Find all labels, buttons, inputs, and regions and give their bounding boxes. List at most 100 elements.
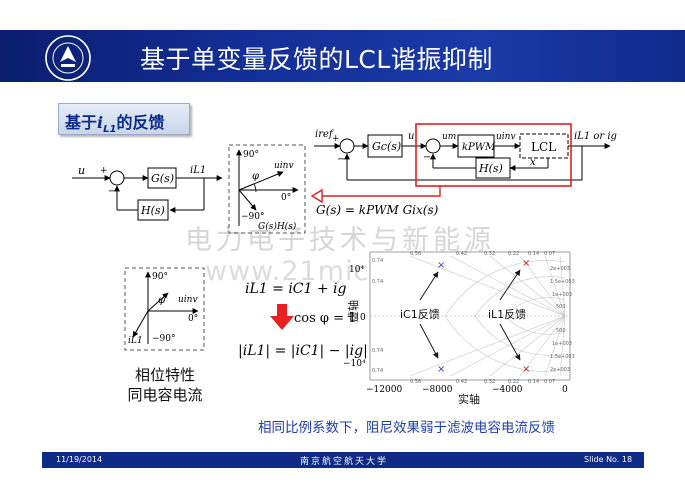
phase-label-line1: 相位特性 [134,366,195,384]
il-pole-top-icon: × [522,258,530,269]
subtitle-box: 基于iL1的反馈 [58,103,190,135]
right-um: um [442,132,456,142]
label-il-feedback: iL1反馈 [488,308,526,321]
caption: 相同比例系数下，阻尼效果弱于滤波电容电流反馈 [258,420,555,436]
top-tick-5: 0.14 [528,251,539,257]
left-G-label: G(s) [151,172,174,185]
ytick-top: 10⁴ [349,265,364,275]
xtick-1: −12000 [366,385,402,395]
right-tick-2: 1.5e+003 [550,279,575,285]
right-tick-6: 1e+003 [552,341,572,347]
subtitle-prefix: 基于 [65,113,98,132]
right-tick-7: 1.5e+003 [550,354,575,360]
eq-cos: cos φ = 1 [294,311,356,326]
phase-label: 相位特性 同电容电流 [115,365,215,405]
header-bar [0,30,685,82]
phasor-top: 90° 0° −90° φ uinv G(s)H(s) [228,144,306,234]
top-gh: G(s)H(s) [258,221,297,232]
right-H-label: H(s) [478,162,503,175]
right-tick-8: 2e+003 [550,367,570,373]
top-tick-4: 0.22 [508,251,519,257]
bottom-deg90: 90° [152,272,168,282]
top-tick-6: 0.07 [544,251,555,257]
bottom-phi: φ [158,295,165,306]
right-minus: − [337,154,345,165]
bottom-iL1: iL1 [128,336,143,346]
formula-G: G(s) = kPWM Gix(s) [316,203,439,217]
right-tick-4: 500 [556,304,566,310]
ic-pole-top-icon: × [437,260,445,271]
right-u: u [408,131,414,142]
left-tick-1: 0.74 [372,258,383,264]
bottom-tick-6: 0.07 [544,379,555,385]
ylabel: 虚轴 [346,300,360,322]
top-tick-1: 0.56 [410,251,421,257]
bottom-tick-1: 0.56 [410,379,421,385]
top-deg0: 0° [281,193,291,203]
watermark-cn: 电力电子技术与新能源 [185,225,495,256]
footer-slide-number: Slide No. 18 [584,455,633,464]
left-H-label: H(s) [140,204,165,217]
label-ic-feedback: iC1反馈 [400,308,440,321]
right-block-diagram: iref + − Gc(s) u um kPWM uinv LCL iL1 or… [310,123,617,204]
left-iL1-label: iL1 [190,165,206,176]
bottom-tick-3: 0.32 [484,379,495,385]
xtick-3: −4000 [492,385,523,395]
subtitle-suffix: 的反馈 [116,113,165,132]
subtitle-sub: L1 [103,124,117,136]
subtitle: 基于iL1的反馈 [65,109,164,135]
footer-institution: 南京航空航天大学 [300,457,389,467]
right-tick-1: 2e+003 [550,266,570,272]
right-inner-minus: − [423,152,431,163]
right-out: iL1 or ig [574,131,617,142]
eq-magnitude: |iL1| = |iC1| − |ig| [238,343,368,359]
right-x: x [530,157,536,168]
top-phi: φ [252,171,259,182]
footer-bar [42,452,644,468]
ic-pole-bottom-icon: × [437,364,445,375]
bottom-tick-4: 0.22 [508,379,519,385]
xtick-2: −8000 [422,385,453,395]
left-sum-junction [109,170,125,186]
bottom-tick-5: 0.14 [528,379,539,385]
xlabel: 实轴 [458,392,480,406]
left-tick-3: 0.74 [372,348,383,354]
left-minus: − [108,186,116,197]
phase-label-line2: 同电容电流 [127,386,203,404]
highlight-box [415,123,572,187]
bottom-tick-2: 0.42 [456,379,467,385]
right-Gc-label: Gc(s) [372,140,401,153]
equations: iL1 = iC1 + ig cos φ = 1 |iL1| = |iC1| −… [238,281,368,359]
right-uinv: uinv [496,132,516,142]
right-tick-5: 500 [556,328,566,334]
right-kpwm-label: kPWM [462,142,496,153]
top-degm90: −90° [241,212,265,222]
right-iref: iref [315,129,335,140]
university-seal-icon [45,35,91,81]
left-tick-2: 0.74 [372,279,383,285]
eq-current-sum: iL1 = iC1 + ig [245,281,347,297]
ytick-zero: 0 [360,313,366,323]
left-u-label: u [78,164,85,177]
top-tick-2: 0.42 [456,251,467,257]
slide-title: 基于单变量反馈的LCL谐振抑制 [140,45,493,74]
formula-G-text: G(s) = kPWM Gix(s) [316,203,439,217]
xtick-4: 0 [562,385,568,395]
top-uinv: uinv [274,161,294,171]
right-LCL-block [519,133,569,159]
il-pole-bottom-icon: × [522,364,530,375]
subtitle-var: i [97,113,104,132]
top-tick-3: 0.32 [484,251,495,257]
left-block-diagram: u + − G(s) iL1 H(s) [72,164,223,221]
right-LCL-label: LCL [531,140,556,154]
ytick-bottom: −10⁴ [343,359,366,369]
bottom-degm90: −90° [152,334,176,344]
top-deg90: 90° [243,150,259,160]
left-tick-4: 0.74 [372,368,383,374]
down-arrow-icon [270,316,294,330]
left-plus: + [100,166,108,176]
bottom-deg0: 0° [188,314,198,324]
phasor-bottom: 90° 0° −90° φ uinv iL1 [124,267,205,351]
